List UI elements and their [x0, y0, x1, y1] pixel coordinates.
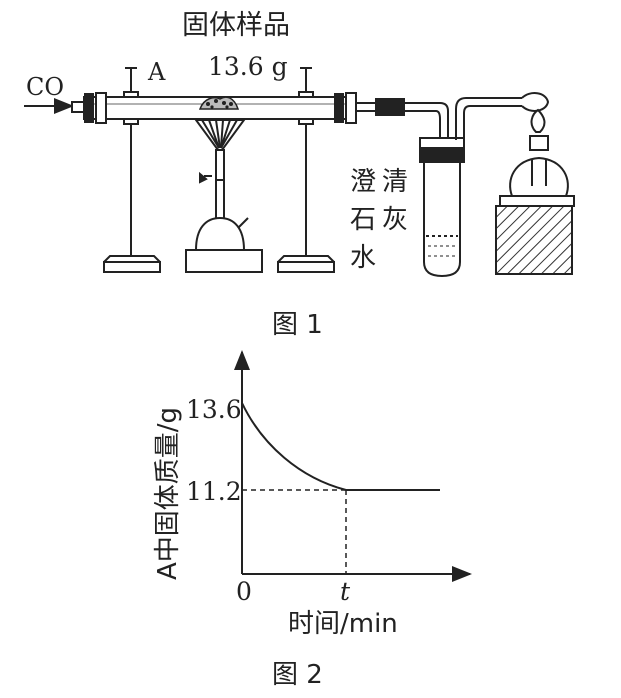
right-alcohol-lamp	[495, 108, 575, 275]
delivery-tube	[356, 98, 449, 250]
y-axis-label: A中固体质量/g	[153, 407, 183, 580]
alcohol-lamp-with-spreader	[185, 119, 263, 273]
glass-tube-a	[71, 92, 357, 124]
x-tick-t: t	[340, 577, 351, 606]
limewater-char-1: 澄	[350, 167, 376, 197]
tube-a-label: A	[147, 58, 166, 86]
x-tick-0: 0	[236, 577, 252, 606]
figure-1-apparatus: 固体样品 13.6 g A CO	[24, 10, 575, 340]
sample-title-label: 固体样品	[182, 10, 290, 41]
limewater-char-3: 石	[350, 205, 376, 235]
solid-sample	[198, 96, 240, 110]
x-axis-label: 时间/min	[288, 609, 398, 639]
y-tick-13-6: 13.6	[186, 395, 242, 424]
figure-2-chart: A中固体质量/g 13.6 11.2 0 t 时间/min 图 2	[153, 350, 472, 690]
limewater-char-5: 水	[350, 243, 376, 273]
exhaust-tube	[455, 92, 550, 140]
mass-curve	[241, 402, 347, 491]
test-tube-limewater	[419, 137, 465, 278]
figure-1-caption: 图 1	[272, 310, 323, 340]
limewater-char-2: 清	[382, 167, 408, 197]
co-gas-label: CO	[26, 73, 64, 101]
y-tick-11-2: 11.2	[186, 477, 242, 506]
figure-2-caption: 图 2	[272, 660, 323, 690]
sample-mass-label: 13.6 g	[208, 52, 288, 81]
limewater-char-4: 灰	[382, 205, 408, 235]
